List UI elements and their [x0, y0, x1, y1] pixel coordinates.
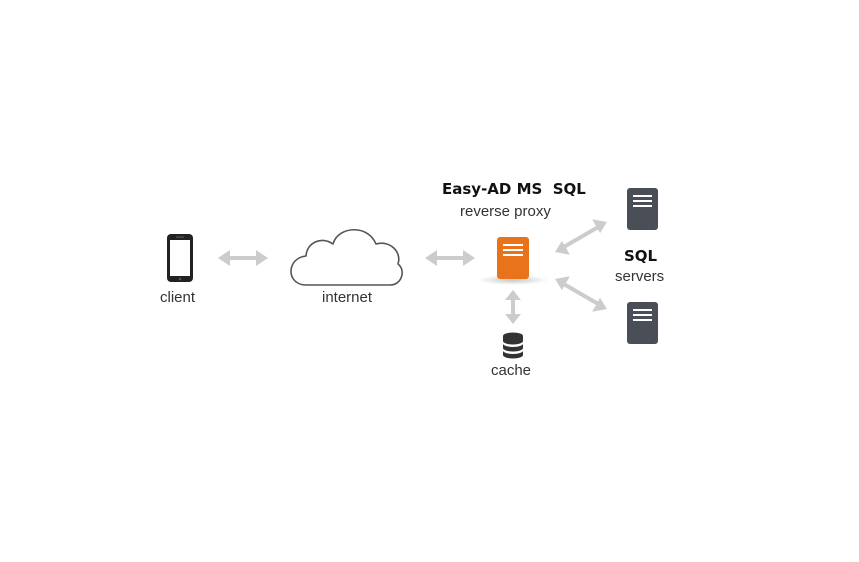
- sql-server-icon: [627, 188, 658, 230]
- sql-server-icon: [627, 302, 658, 344]
- client-label: client: [160, 289, 196, 306]
- proxy-server-icon: [477, 237, 549, 285]
- arrow-proxy-sql2: [555, 276, 607, 312]
- arrow-internet-proxy: [425, 250, 475, 266]
- arrow-proxy-cache: [505, 290, 521, 324]
- internet-label: internet: [322, 289, 373, 306]
- smartphone-icon: [167, 234, 193, 282]
- sql-servers-subtitle: servers: [615, 268, 665, 285]
- arrow-proxy-sql1: [555, 219, 607, 255]
- cloud-icon: [290, 229, 403, 286]
- arrow-client-internet: [218, 250, 268, 266]
- database-icon: [503, 332, 523, 359]
- proxy-title: Easy-AD MS SQL: [442, 180, 586, 198]
- sql-servers-title: SQL: [624, 247, 658, 265]
- cache-label: cache: [491, 362, 532, 379]
- proxy-subtitle: reverse proxy: [460, 203, 551, 220]
